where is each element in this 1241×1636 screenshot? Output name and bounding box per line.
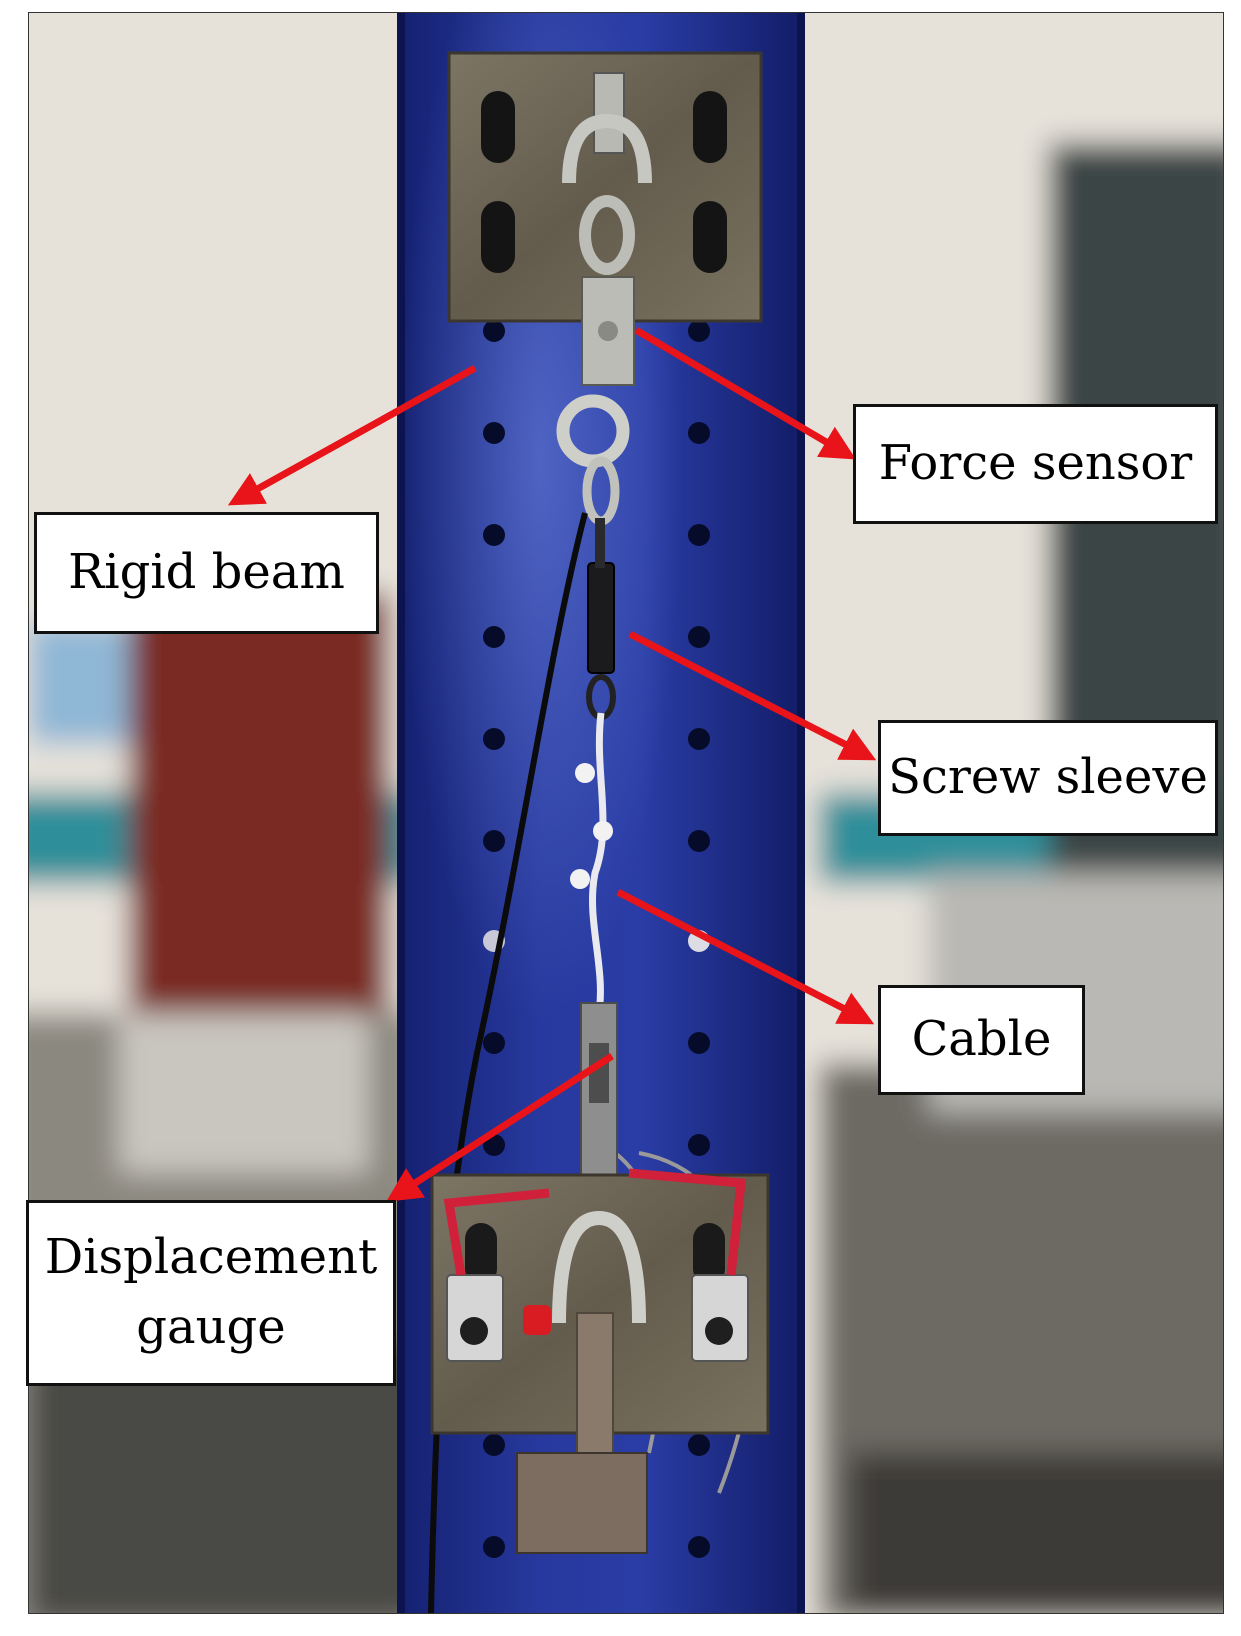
label-screw-sleeve: Screw sleeve [878,720,1218,836]
label-force-sensor: Force sensor [853,404,1218,524]
label-displacement-gauge: Displacement gauge [26,1200,396,1386]
force-sensor-body [581,276,635,386]
screw-sleeve-body [587,562,615,674]
cable-strand [589,712,607,1024]
label-rigid-beam: Rigid beam [34,512,379,634]
label-cable: Cable [878,985,1085,1095]
